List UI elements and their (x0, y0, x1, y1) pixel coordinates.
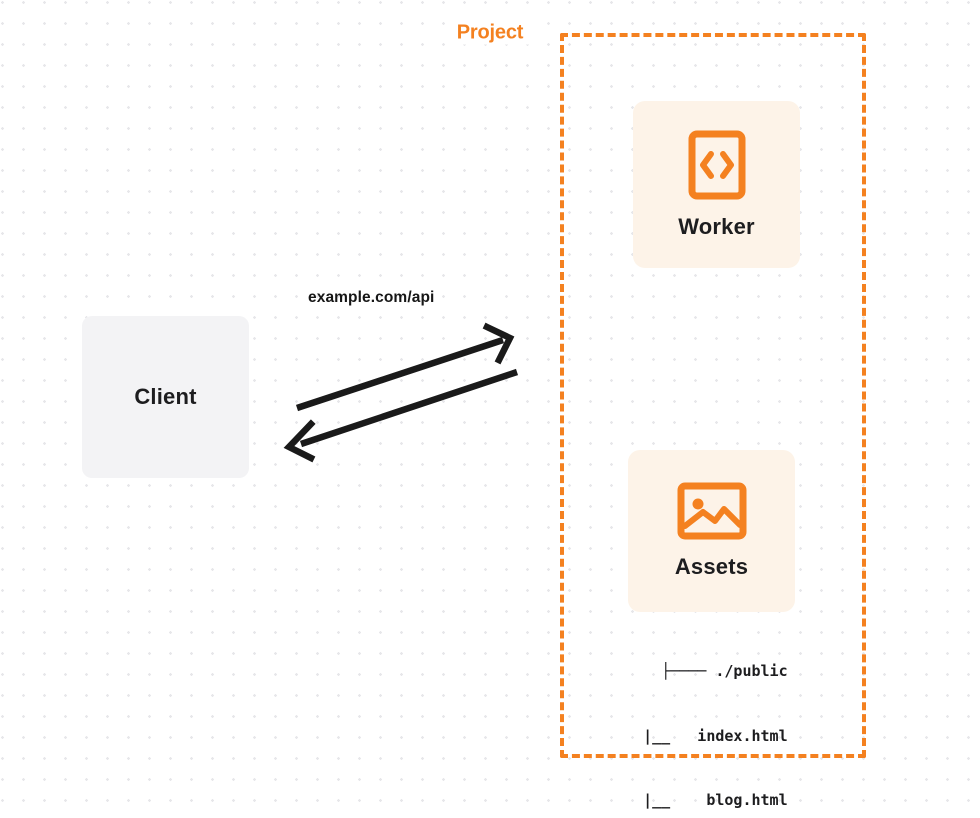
assets-node-label: Assets (674, 554, 749, 579)
client-to-worker-arrow (295, 322, 515, 412)
client-node[interactable]: Client (82, 316, 249, 478)
file-tree-row: |__ index.html (607, 726, 788, 745)
client-node-label: Client (134, 384, 197, 409)
assets-file-tree: ├──── ./public |__ index.html |__ blog.h… (607, 618, 788, 818)
connection-label: example.com/api (308, 289, 435, 306)
worker-node[interactable]: Worker (633, 101, 800, 268)
file-tree-row: ├──── ./public (661, 662, 788, 680)
project-group-label: Project (449, 21, 531, 45)
file-tree-row: |__ blog.html (607, 791, 788, 809)
worker-to-client-arrow (283, 368, 519, 463)
image-icon (677, 482, 746, 540)
project-group-boundary (560, 33, 866, 758)
code-brackets-icon (688, 130, 745, 199)
assets-node[interactable]: Assets (628, 450, 795, 612)
worker-node-label: Worker (678, 213, 755, 239)
